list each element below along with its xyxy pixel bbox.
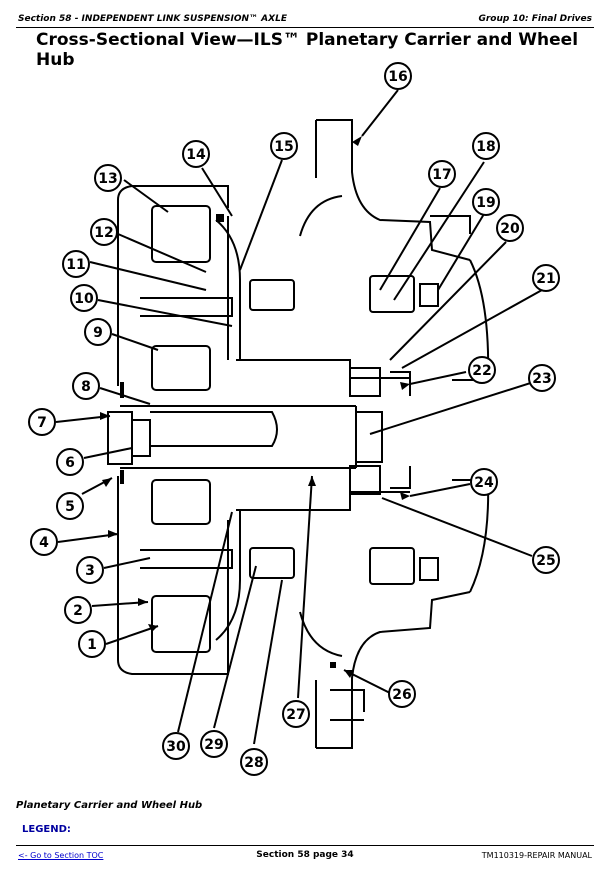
- callout-circle-9: [84, 318, 112, 346]
- callout-circle-10: [70, 284, 98, 312]
- callout-circle-27: [282, 700, 310, 728]
- callout-circle-3: [76, 556, 104, 584]
- callout-circle-26: [388, 680, 416, 708]
- callout-circle-29: [200, 730, 228, 758]
- callout-circle-23: [528, 364, 556, 392]
- callout-number: 11: [66, 257, 85, 273]
- callout-circle-8: [72, 372, 100, 400]
- callout-number: 17: [432, 167, 451, 183]
- callout-circle-16: [384, 62, 412, 90]
- callout-number: 1: [87, 637, 97, 653]
- page-title: Cross-Sectional View—ILS™ Planetary Carr…: [36, 30, 579, 70]
- callout-number: 30: [166, 739, 186, 755]
- callout-circle-20: [496, 214, 524, 242]
- callout-number: 12: [94, 225, 113, 241]
- callout-number: 25: [536, 553, 555, 569]
- callout-number: 26: [392, 687, 411, 703]
- callout-circle-13: [94, 164, 122, 192]
- callout-number: 14: [186, 147, 206, 163]
- callout-circle-6: [56, 448, 84, 476]
- toc-link[interactable]: <- Go to Section TOC: [18, 851, 104, 860]
- callout-number: 29: [204, 737, 223, 753]
- callout-number: 13: [98, 171, 117, 187]
- callout-circle-15: [270, 132, 298, 160]
- callout-number: 18: [476, 139, 495, 155]
- callout-circle-2: [64, 596, 92, 624]
- callout-circle-25: [532, 546, 560, 574]
- callout-number: 6: [65, 455, 75, 471]
- header-divider: [16, 27, 594, 28]
- callout-circle-11: [62, 250, 90, 278]
- callout-circle-30: [162, 732, 190, 760]
- callout-number: 23: [532, 371, 551, 387]
- callout-number: 20: [500, 221, 520, 237]
- callout-number: 24: [474, 475, 494, 491]
- callout-number: 8: [81, 379, 91, 395]
- header-section: Section 58 - INDEPENDENT LINK SUSPENSION…: [18, 14, 287, 24]
- callout-number: 19: [476, 195, 495, 211]
- callout-number: 28: [244, 755, 263, 771]
- diagram-hatching: [120, 214, 336, 668]
- page-number: Section 58 page 34: [256, 850, 354, 860]
- callout-circle-14: [182, 140, 210, 168]
- leader-arrowheads: [100, 136, 410, 678]
- footer-divider: [16, 845, 594, 846]
- callout-circle-5: [56, 492, 84, 520]
- callout-number: 16: [388, 69, 407, 85]
- callout-number: 3: [85, 563, 95, 579]
- diagram-linework: [107, 119, 490, 749]
- callout-circle-1: [78, 630, 106, 658]
- callout-circle-28: [240, 748, 268, 776]
- callout-circle-21: [532, 264, 560, 292]
- callout-number: 22: [472, 363, 491, 379]
- callout-number: 4: [39, 535, 49, 551]
- figure-caption: Planetary Carrier and Wheel Hub: [16, 800, 203, 811]
- callout-number: 15: [274, 139, 293, 155]
- callout-number: 21: [536, 271, 555, 287]
- callout-circle-24: [470, 468, 498, 496]
- manual-number: TM110319-REPAIR MANUAL: [481, 851, 592, 860]
- callout-circle-22: [468, 356, 496, 384]
- callout-number: 27: [286, 707, 305, 723]
- callout-number: 5: [65, 499, 75, 515]
- callout-circle-4: [30, 528, 58, 556]
- callout-circle-12: [90, 218, 118, 246]
- header-group: Group 10: Final Drives: [478, 14, 592, 24]
- callout-circle-17: [428, 160, 456, 188]
- callout-number: 9: [93, 325, 103, 341]
- callout-circle-18: [472, 132, 500, 160]
- leader-lines: [55, 89, 543, 745]
- callout-number: 2: [73, 603, 83, 619]
- callout-number: 7: [37, 415, 47, 431]
- callout-circle-7: [28, 408, 56, 436]
- callout-circle-19: [472, 188, 500, 216]
- callout-number: 10: [74, 291, 94, 307]
- legend-label: LEGEND:: [22, 824, 71, 835]
